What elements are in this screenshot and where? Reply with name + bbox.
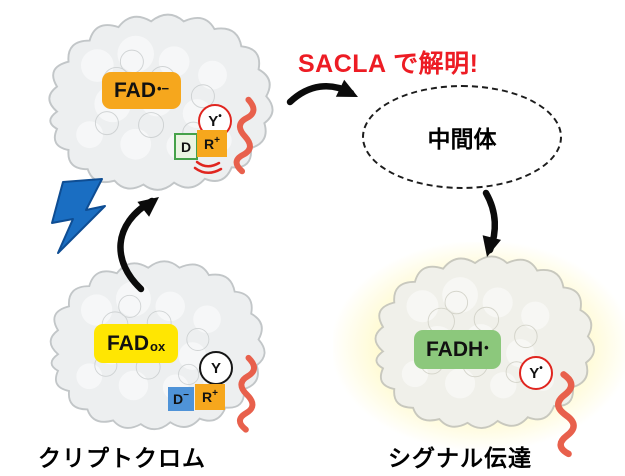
tyrosine-circle: Y (199, 351, 233, 385)
arg-text: R (202, 389, 213, 405)
arginine-box: R+ (195, 384, 225, 410)
arg-text: R (204, 135, 215, 152)
alpha-helix-icon (233, 96, 257, 175)
tyr-text: Y (208, 112, 219, 130)
tyr-sup: • (218, 111, 222, 122)
arg-sup: + (212, 388, 218, 399)
asp-sup: − (183, 390, 189, 401)
asp-text: D (180, 138, 192, 155)
sacla-headline: SACLA で解明! (298, 50, 479, 78)
aspartate-anion-box: D− (168, 387, 194, 411)
tyr-text: Y (529, 364, 540, 382)
cryptochrome-caption: クリプトクロム (38, 445, 206, 471)
fad-text: FAD (107, 332, 149, 355)
fad-text: FAD (114, 79, 156, 102)
fad-anion-radical-badge: FAD•− (102, 72, 182, 109)
tyr-text: Y (210, 359, 221, 377)
intermediate-label: 中間体 (427, 126, 497, 152)
vibration-marks-icon (193, 160, 223, 174)
fadh-radical-badge: FADH• (414, 330, 501, 369)
alpha-helix-icon (236, 354, 258, 433)
intermediate-ellipse: 中間体 (362, 85, 562, 189)
arginine-box: R+ (197, 130, 227, 157)
tyrosine-radical-circle: Y• (519, 356, 553, 390)
alpha-helix-icon (555, 371, 577, 458)
fadh-sup: • (484, 340, 489, 355)
fad-sub: ox (150, 339, 166, 354)
fadh-text: FADH (426, 338, 484, 361)
tyr-sup: • (539, 363, 543, 374)
to-intermediate-arrow (286, 79, 358, 106)
asp-text: D (173, 391, 184, 407)
fad-sup: •− (157, 81, 170, 96)
arg-sup: + (214, 134, 220, 146)
signal-transduction-caption: シグナル伝達 (388, 445, 532, 471)
aspartate-box: D (174, 133, 198, 160)
